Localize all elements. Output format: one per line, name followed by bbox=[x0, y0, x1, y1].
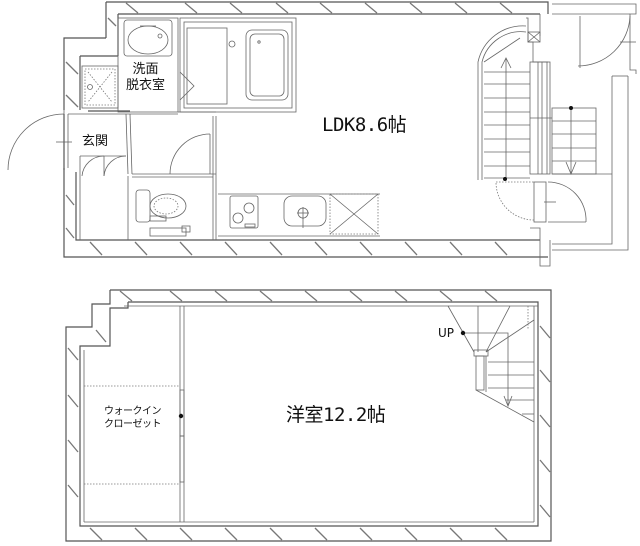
stairs-up-label: UP bbox=[438, 326, 455, 340]
walk-in-closet-label: ウォークイン クローゼット bbox=[104, 405, 162, 431]
kitchen-counter bbox=[218, 193, 380, 237]
toilet-door-icon bbox=[169, 133, 211, 175]
washroom-label-line1: 洗面 bbox=[132, 62, 159, 77]
ldk-stairs bbox=[477, 14, 587, 267]
stair-treads-up bbox=[484, 71, 530, 179]
entrance-door-icon bbox=[7, 113, 72, 171]
lower-stairs-arrow-icon bbox=[460, 330, 513, 408]
wall-hatching-bottom bbox=[65, 194, 508, 256]
balcony-door-icon bbox=[495, 181, 587, 223]
ldk-label: LDK8.6帖 bbox=[322, 114, 407, 136]
entrance-label: 玄関 bbox=[82, 134, 109, 149]
closet-partition bbox=[84, 306, 185, 522]
washroom-label-line2: 脱衣室 bbox=[126, 78, 166, 93]
wall-hatching-top bbox=[65, 2, 513, 108]
walk-in-closet-label-line2: クローゼット bbox=[104, 419, 162, 430]
lower-floor bbox=[65, 289, 552, 542]
stove-icon bbox=[229, 195, 259, 229]
shoe-closet-doors-icon bbox=[81, 155, 127, 177]
walk-in-closet-label-line1: ウォークイン bbox=[104, 406, 162, 417]
stairs-down-arrow-icon bbox=[565, 106, 577, 176]
stairs-up-arrow-icon bbox=[500, 57, 512, 181]
exterior-stair-landing bbox=[551, 3, 637, 251]
kitchen-sink-icon bbox=[283, 195, 327, 228]
upper-interior-walls bbox=[68, 111, 217, 240]
washbasin-icon bbox=[123, 19, 173, 57]
unit-bath bbox=[179, 17, 297, 113]
upper-floor bbox=[7, 1, 637, 267]
western-room-label: 洋室12.2帖 bbox=[286, 404, 386, 426]
lower-wall-hatching bbox=[67, 290, 551, 541]
toilet-icon bbox=[135, 189, 191, 237]
washing-machine-pan-icon bbox=[81, 65, 130, 112]
washroom-label: 洗面 脱衣室 bbox=[126, 62, 165, 94]
washroom bbox=[81, 17, 179, 113]
upper-exterior-walls bbox=[63, 1, 549, 258]
refrigerator-space-icon bbox=[329, 193, 379, 235]
sliding-window bbox=[529, 61, 552, 175]
lower-stairs bbox=[447, 305, 535, 423]
lower-exterior-walls bbox=[65, 289, 552, 542]
